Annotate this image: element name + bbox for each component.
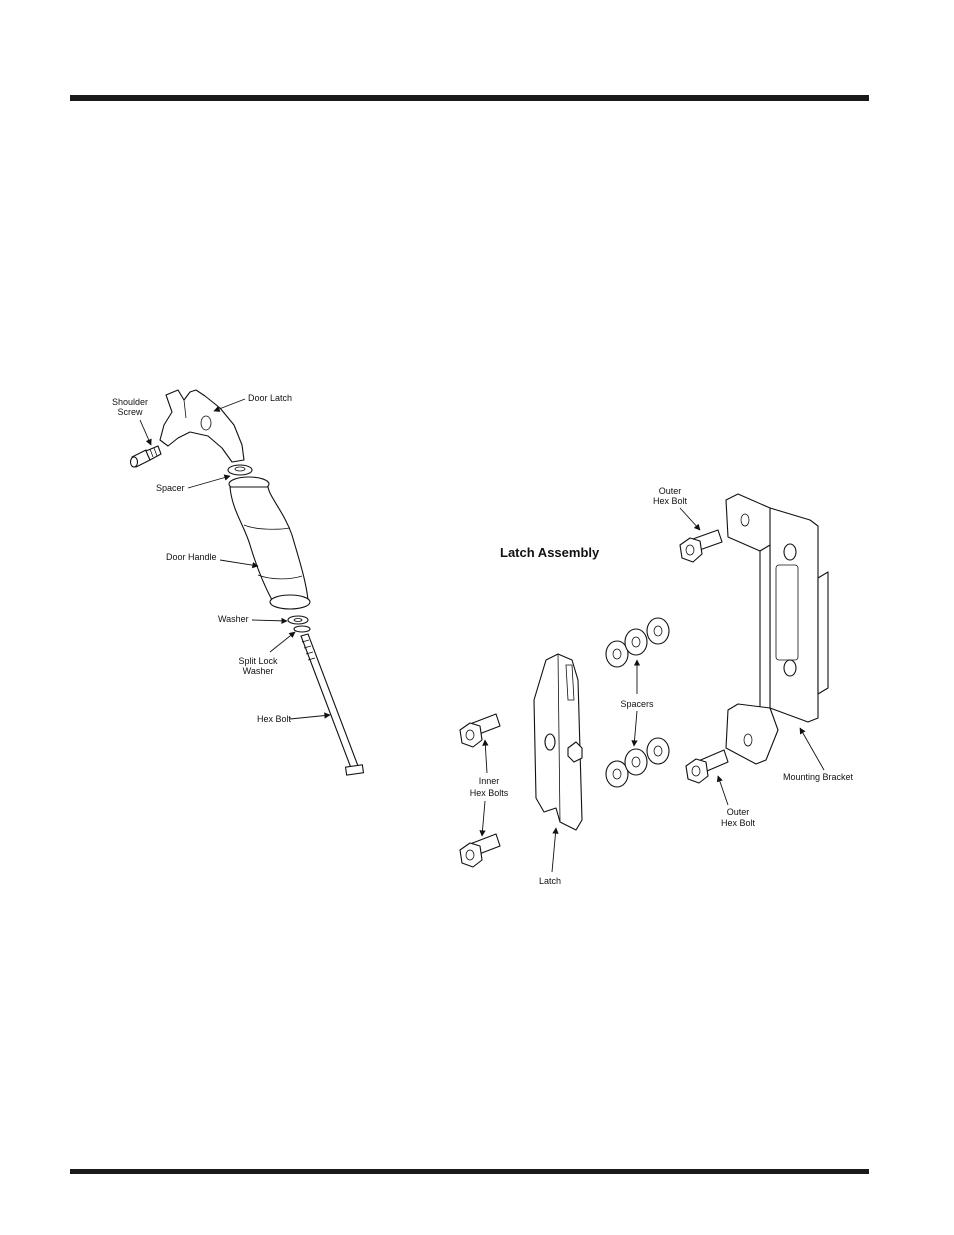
- outer-hex-bolt-top-label-1: Outer: [659, 486, 682, 496]
- hex-bolt-label: Hex Bolt: [257, 714, 292, 724]
- outer-hex-bolt-bottom-label-1: Outer: [727, 807, 750, 817]
- mounting-bracket-part: [726, 494, 828, 764]
- door-latch-part: [160, 390, 244, 462]
- outer-hex-bolt-bottom-part: [686, 750, 728, 783]
- door-handle-assembly: Shoulder Screw Door Latch Spacer Door Ha…: [112, 390, 363, 775]
- hex-bolt-part: [301, 634, 363, 775]
- door-handle-part: [229, 477, 310, 609]
- inner-hex-bolts-label-1: Inner: [479, 776, 500, 786]
- shoulder-screw-part: [131, 446, 162, 467]
- spacer-label: Spacer: [156, 483, 185, 493]
- shoulder-screw-label-2: Screw: [117, 407, 143, 417]
- latch-assembly-title: Latch Assembly: [500, 545, 600, 560]
- mounting-bracket-label: Mounting Bracket: [783, 772, 854, 782]
- shoulder-screw-label-1: Shoulder: [112, 397, 148, 407]
- split-lock-washer-label-2: Washer: [243, 666, 274, 676]
- latch-part: [534, 654, 582, 830]
- washer-label: Washer: [218, 614, 249, 624]
- inner-hex-bolts-label-2: Hex Bolts: [470, 788, 509, 798]
- door-latch-label: Door Latch: [248, 393, 292, 403]
- spacers-label: Spacers: [620, 699, 654, 709]
- split-lock-washer-part: [294, 626, 310, 632]
- inner-hex-bolt-top-part: [460, 714, 500, 747]
- outer-hex-bolt-top-label-2: Hex Bolt: [653, 496, 688, 506]
- outer-hex-bolt-top-part: [680, 530, 722, 562]
- washer-part: [288, 616, 308, 624]
- split-lock-washer-label-1: Split Lock: [238, 656, 278, 666]
- latch-assembly: Latch Assembly: [460, 486, 854, 886]
- door-handle-label: Door Handle: [166, 552, 217, 562]
- spacer-part: [228, 465, 252, 475]
- inner-hex-bolt-bottom-part: [460, 834, 500, 867]
- outer-hex-bolt-bottom-label-2: Hex Bolt: [721, 818, 756, 828]
- latch-label: Latch: [539, 876, 561, 886]
